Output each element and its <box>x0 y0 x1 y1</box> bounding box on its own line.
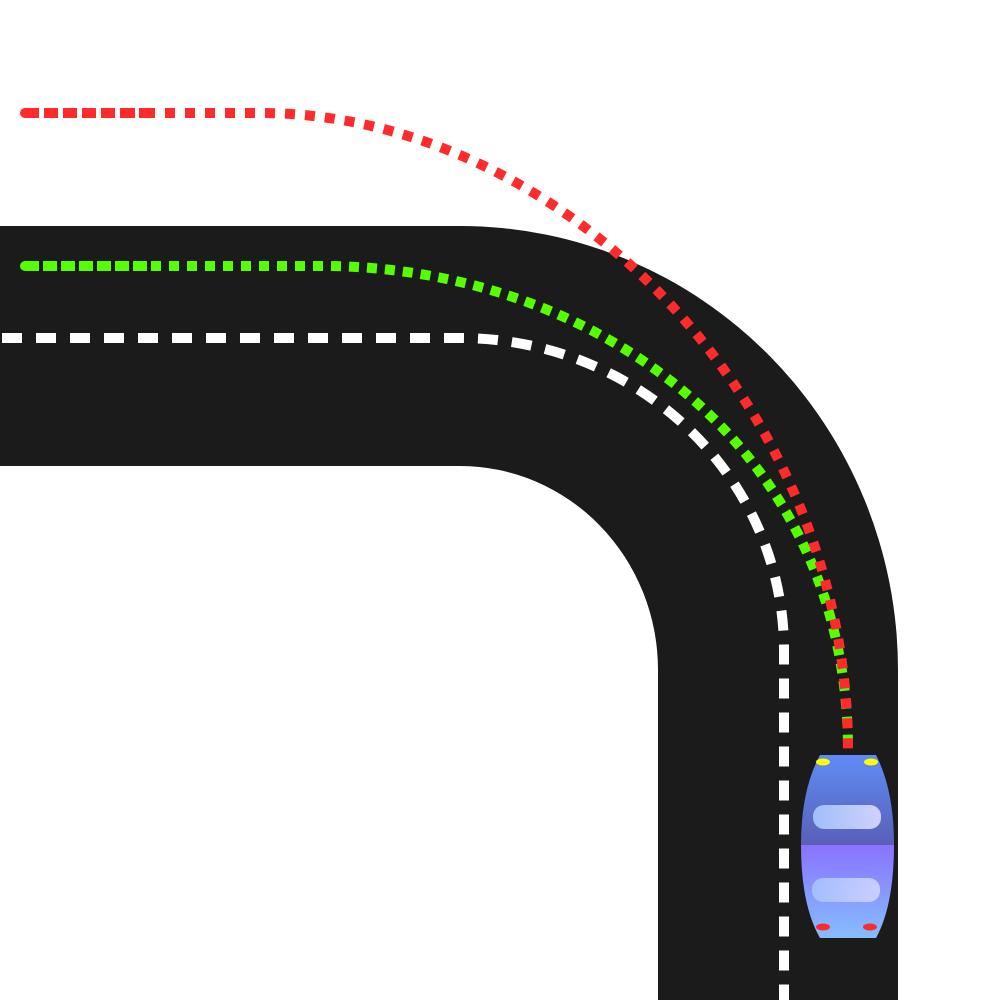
front-window <box>813 805 881 829</box>
car <box>801 755 894 938</box>
green-trajectory <box>20 261 853 751</box>
headlight-right <box>864 758 878 766</box>
center-lane-line <box>2 333 789 1000</box>
taillight-right <box>863 923 877 931</box>
headlight-left <box>816 758 830 766</box>
taillight-left <box>816 923 830 931</box>
rear-window <box>812 878 880 902</box>
red-trajectory <box>20 108 853 751</box>
